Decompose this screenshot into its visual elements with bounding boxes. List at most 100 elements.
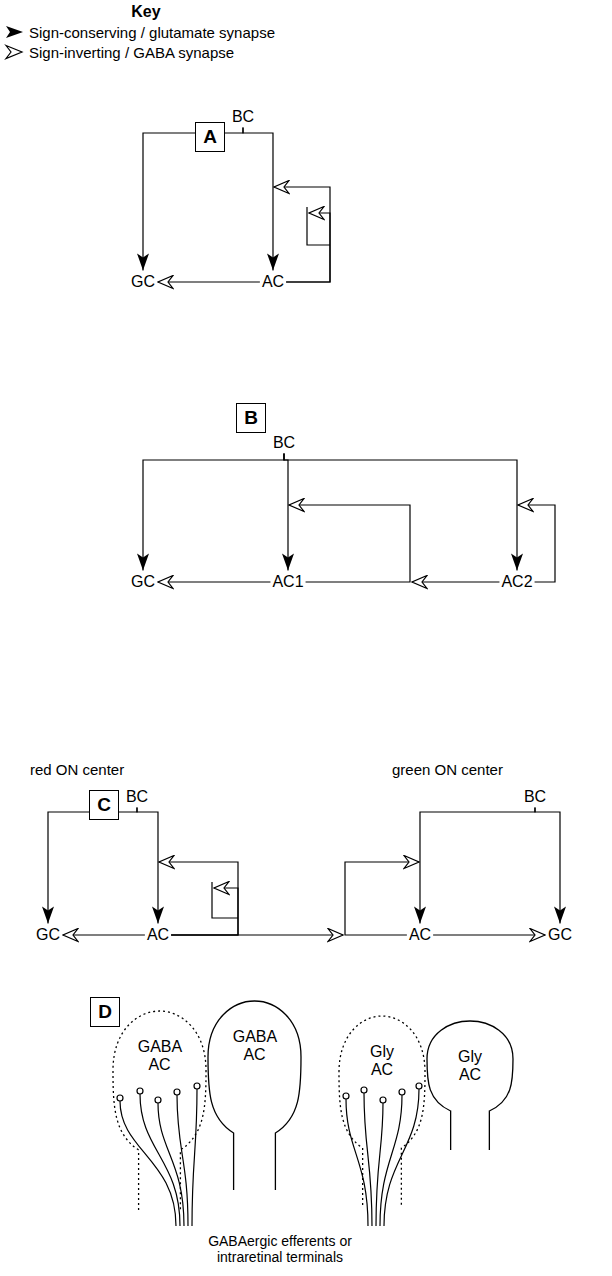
terminal-bouton (194, 1083, 200, 1089)
gaba-synapse-connector (433, 934, 545, 935)
gaba-synapse-connector (345, 862, 419, 935)
amacrine-cell: Gly AC (426, 1020, 514, 1150)
gaba-synapse-connector (63, 934, 145, 935)
cell-type-node: GC (34, 924, 62, 945)
key-title: Key (0, 3, 292, 21)
cell-type-node: AC (407, 924, 433, 945)
amacrine-cell: Gly AC (338, 1015, 426, 1205)
cell-name: GABA AC (138, 1038, 182, 1075)
cell-outline-path (427, 1021, 513, 1150)
panel-letter: C (97, 794, 111, 816)
panel-letter: B (244, 407, 258, 429)
cell-type-node: GC (129, 571, 157, 592)
cell-type-node: AC1 (270, 571, 305, 592)
amacrine-cell: GABA AC (112, 1010, 207, 1210)
panel-letter: A (203, 126, 217, 148)
efferent-terminal (120, 1101, 176, 1226)
legend-row: Sign-inverting / GABA synapse (4, 42, 275, 62)
legend-sample (4, 24, 26, 40)
gaba-synapse-connector (158, 281, 260, 282)
legend-text: Sign-conserving / glutamate synapse (29, 24, 275, 41)
cell-type-label: BC (232, 108, 254, 125)
cell-type-node: BC (522, 786, 548, 807)
cell-type-node: BC (230, 106, 256, 127)
terminal-bouton (380, 1097, 386, 1103)
legend-row: Sign-conserving / glutamate synapse (4, 22, 275, 42)
cell-type-node: BC (271, 432, 297, 453)
glutamate-synapse-connector (420, 808, 535, 924)
gaba-synapse-connector (274, 187, 330, 282)
efferent-terminal (177, 1095, 188, 1226)
panel-letter-box: A (195, 122, 225, 152)
panel-letter: D (98, 1001, 112, 1023)
cell-type-label: AC (147, 926, 169, 943)
glutamate-synapse-connector (143, 454, 284, 571)
cell-name: GABA AC (233, 1028, 277, 1065)
efferent-terminal (140, 1094, 180, 1226)
panel-letter-box: B (236, 403, 266, 433)
legend-text: Sign-inverting / GABA synapse (29, 44, 234, 61)
terminal-bouton (174, 1089, 180, 1095)
efferent-terminal (364, 1093, 372, 1226)
cell-name: Gly AC (458, 1048, 482, 1085)
annotation: red ON center (30, 761, 124, 778)
glutamate-synapse-connector (143, 128, 243, 271)
cell-name: Gly AC (370, 1043, 394, 1080)
cell-type-node: GC (546, 924, 574, 945)
cell-type-label: AC (262, 273, 284, 290)
gaba-synapse-connector (171, 888, 238, 935)
cell-outline-path (113, 1011, 206, 1210)
annotation: green ON center (392, 761, 503, 778)
gaba-synapse-connector (286, 213, 330, 282)
cell-type-label: AC (409, 926, 431, 943)
cell-type-node: AC (145, 924, 171, 945)
panel-letter-box: D (90, 997, 120, 1027)
cell-type-label: AC2 (501, 573, 532, 590)
terminal-bouton (361, 1087, 367, 1093)
glutamate-synapse-connector (284, 454, 288, 571)
glutamate-synapse-connector (284, 454, 517, 571)
efferent-terminal (376, 1103, 383, 1226)
terminal-bouton (416, 1083, 422, 1089)
cell-type-label: AC1 (272, 573, 303, 590)
cell-type-label: GC (131, 573, 155, 590)
cell-type-node: AC2 (499, 571, 534, 592)
cell-type-node: AC (260, 271, 286, 292)
panel-letter-box: C (89, 790, 119, 820)
legend-sample (4, 44, 26, 60)
cell-type-label: BC (126, 788, 148, 805)
terminal-bouton (343, 1093, 349, 1099)
cell-type-label: BC (524, 788, 546, 805)
gaba-synapse-connector (412, 581, 499, 582)
annotation: GABAergic efferents or intraretinal term… (185, 1233, 375, 1265)
glutamate-synapse-connector (535, 808, 560, 924)
gaba-synapse-connector (158, 581, 270, 582)
efferent-terminal (384, 1089, 419, 1226)
amacrine-cell: GABA AC (207, 1000, 302, 1190)
cell-type-label: GC (131, 273, 155, 290)
efferent-terminal (192, 1089, 197, 1226)
cell-type-label: GC (548, 926, 572, 943)
terminal-bouton (137, 1088, 143, 1094)
cell-type-label: BC (273, 434, 295, 451)
terminal-bouton (117, 1095, 123, 1101)
gaba-synapse-connector (289, 505, 410, 582)
gaba-synapse-connector (518, 505, 555, 582)
gaba-synapse-connector (159, 862, 238, 935)
terminal-bouton (155, 1097, 161, 1103)
glutamate-synapse-connector (243, 128, 273, 271)
gaba-arrowhead (6, 46, 22, 59)
cell-type-label: GC (36, 926, 60, 943)
cell-type-node: BC (124, 786, 150, 807)
cell-type-node: GC (129, 271, 157, 292)
glutamate-synapse-connector (48, 808, 137, 924)
legend: Sign-conserving / glutamate synapseSign-… (4, 22, 275, 62)
cell-outline-path (339, 1016, 425, 1205)
terminal-bouton (399, 1089, 405, 1095)
cell-outline (426, 1020, 514, 1150)
gaba-synapse-connector (171, 934, 343, 935)
glutamate-arrowhead (6, 26, 23, 38)
